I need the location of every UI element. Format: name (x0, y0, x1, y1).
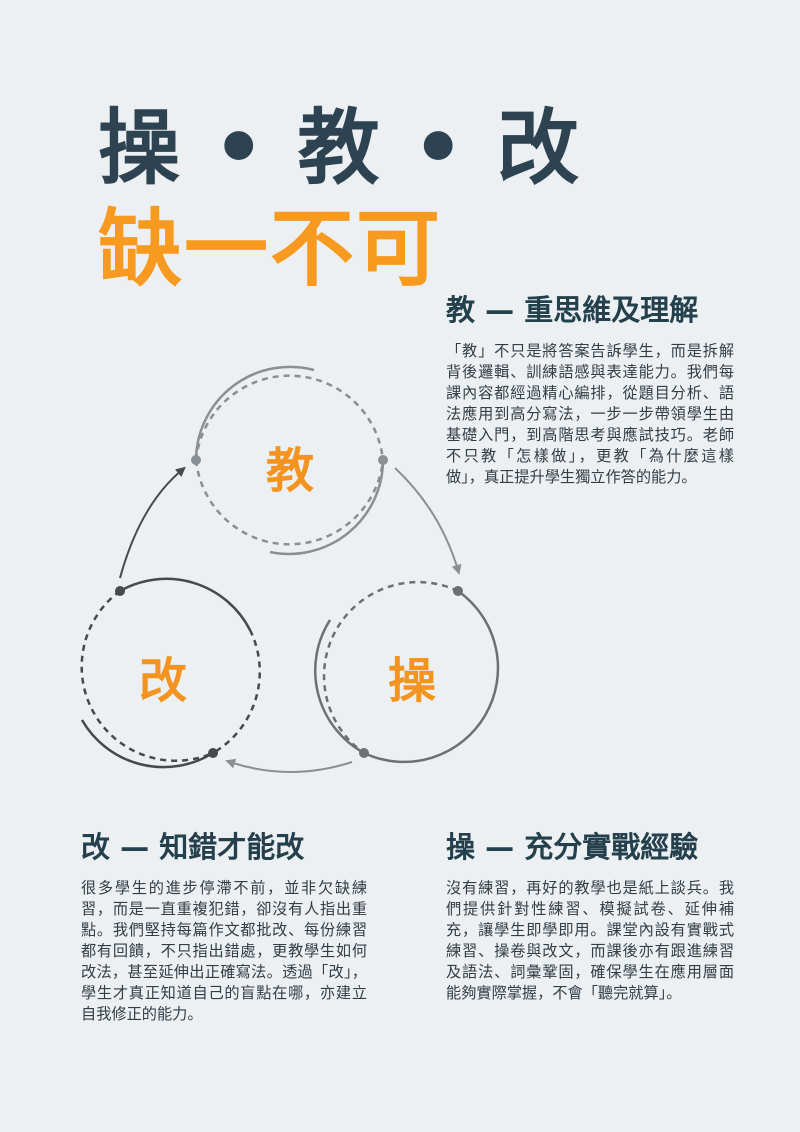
practice-circle-label: 操 (388, 653, 436, 709)
correct-section-title: 改 — 知錯才能改 (81, 830, 305, 864)
practice-circle (313, 580, 500, 764)
practice-section-title: 操 — 充分實戰經驗 (446, 830, 699, 864)
arrow-teach-to-practice (394, 467, 462, 575)
title-line-2: 缺一不可 (98, 200, 443, 298)
practice-section-body: 沒有練習，再好的教學也是紙上談兵。我們提供針對性練習、模擬試卷、延伸補充，讓學生… (446, 879, 734, 1002)
title-line-1: 操 • 教 • 改 (98, 101, 582, 196)
correct-section-body: 很多學生的進步停滯不前，並非欠缺練習，而是一直重複犯錯，卻沒有人指出重點。我們堅… (81, 879, 367, 1023)
correct-circle-label: 改 (139, 653, 187, 709)
correct-circle (80, 577, 261, 769)
arrow-correct-to-teach (119, 466, 186, 579)
teach-circle-label: 教 (266, 443, 314, 499)
arrow-practice-to-correct (225, 758, 353, 773)
teach-section-body: 「教」不只是將答案告訴學生，而是拆解背後邏輯、訓練語感與表達能力。我們每課內容都… (446, 342, 734, 486)
cycle-diagram: 教 操 改 (80, 365, 500, 773)
teach-circle (191, 365, 388, 556)
teach-section-title: 教 — 重思維及理解 (446, 293, 699, 327)
